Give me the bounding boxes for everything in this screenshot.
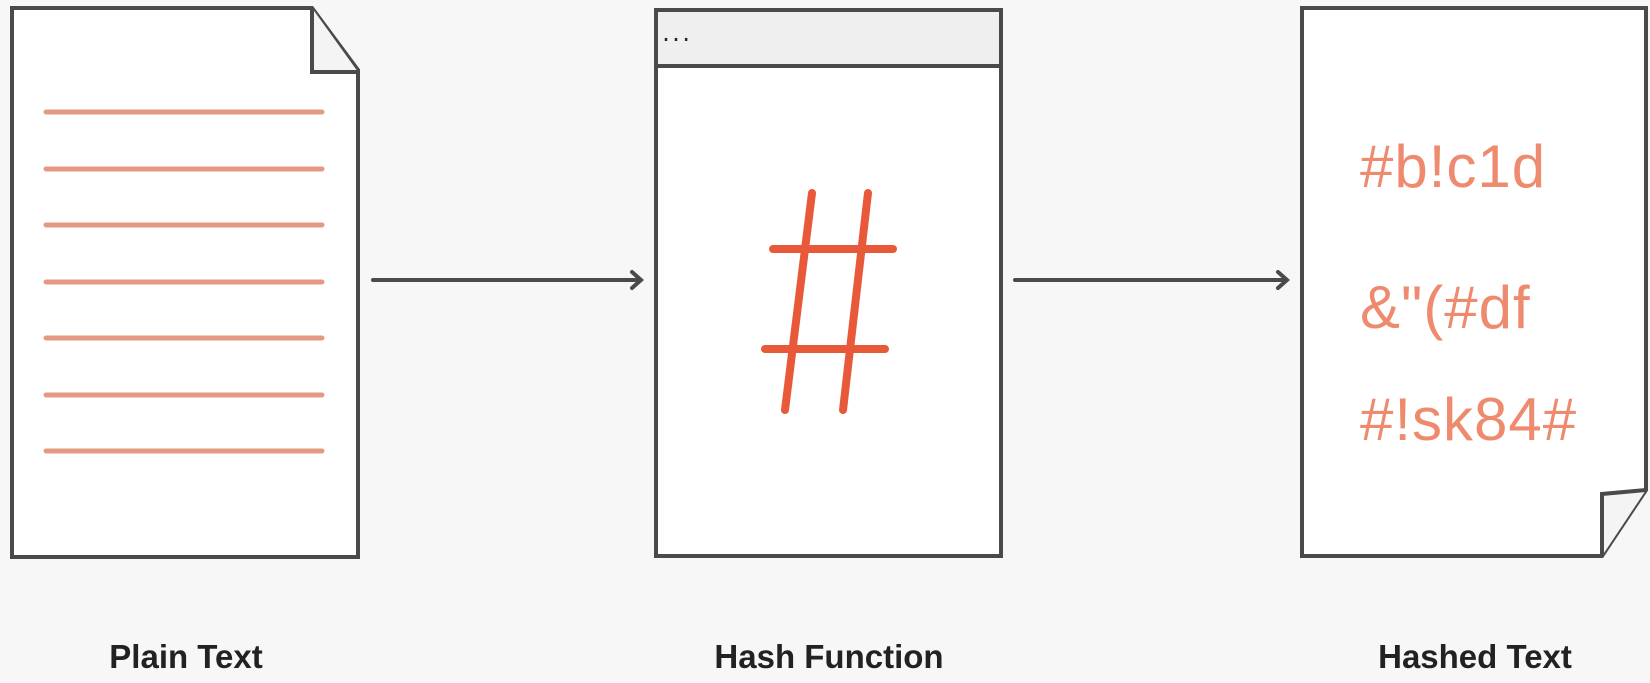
hashed-text-line: #!sk84# (1360, 386, 1578, 453)
page-fold-corner (1600, 488, 1647, 556)
hash-function-window (654, 8, 1003, 558)
arrow-right-icon (1013, 270, 1291, 290)
hash-function-caption: Hash Function (714, 638, 944, 675)
arrow-right-icon (371, 270, 645, 290)
hashed-text-line: #b!c1d (1360, 133, 1547, 200)
text-lines-icon (43, 109, 325, 454)
page-fold-corner (310, 8, 358, 74)
hash-symbol-icon (761, 189, 897, 414)
window-title-bar (658, 12, 999, 64)
plain-text-caption: Plain Text (109, 638, 263, 675)
hashed-text-document (1300, 6, 1648, 558)
hashed-text-caption: Hashed Text (1378, 638, 1572, 675)
hashed-text-line: &"(#df (1360, 274, 1531, 341)
plain-text-document (10, 6, 360, 559)
window-menu-dots: ... (660, 22, 692, 46)
